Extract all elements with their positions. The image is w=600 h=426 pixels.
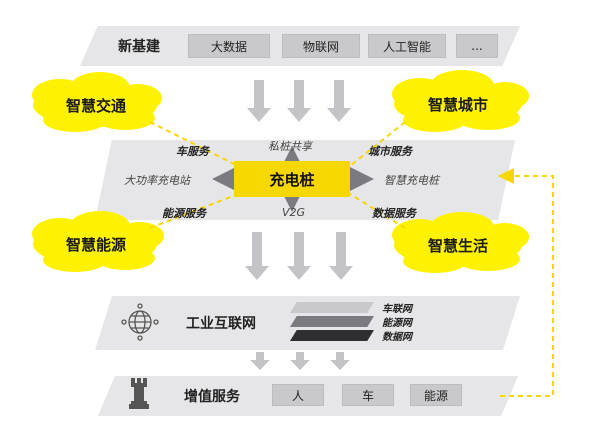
city-service-label: 城市服务	[368, 145, 412, 158]
hub-left-label: 大功率充电站	[124, 174, 190, 187]
cloud-life-icon	[392, 212, 529, 273]
connector-energy	[149, 193, 239, 229]
globe-network-icon	[121, 303, 159, 341]
top-item-ai: 人工智能	[368, 34, 446, 58]
down-arrow-icon	[287, 232, 311, 280]
top-item-iot: 物联网	[282, 34, 360, 58]
bottom-item-energy: 能源	[410, 384, 462, 406]
down-arrow-icon	[287, 80, 311, 122]
down-arrows-upper	[247, 80, 351, 122]
connector-life	[349, 193, 406, 229]
bar-data-network	[290, 330, 374, 341]
cloud-energy-label: 智慧能源	[65, 236, 126, 254]
connector-feedback	[498, 168, 554, 397]
down-arrows-middle	[245, 232, 353, 280]
top-item-bigdata: 大数据	[188, 34, 270, 58]
charging-pile-hub: 充电桩	[234, 161, 350, 197]
down-arrow-icon	[327, 80, 351, 122]
down-arrow-icon	[330, 352, 350, 370]
connector-traffic	[149, 121, 239, 167]
bottom-title: 增值服务	[184, 389, 240, 405]
down-arrow-icon	[250, 352, 270, 370]
bar-data-label: 数据网	[382, 332, 412, 343]
cloud-city-icon	[392, 70, 529, 132]
top-title: 新基建	[118, 39, 160, 55]
cloud-life-label: 智慧生活	[427, 237, 488, 255]
connector-city	[349, 121, 406, 167]
hub-right-label: 智慧充电桩	[384, 174, 439, 187]
hub-top-label: 私桩共享	[268, 140, 312, 153]
down-arrows-lower	[250, 352, 350, 370]
bar-energy-network	[290, 316, 374, 327]
bar-vehicle-label: 车联网	[382, 304, 412, 315]
top-item-more: ...	[456, 34, 498, 58]
bar-energy-label: 能源网	[382, 318, 412, 329]
down-arrow-icon	[245, 232, 269, 280]
down-arrow-icon	[329, 232, 353, 280]
bottom-item-car: 车	[342, 384, 394, 406]
down-arrow-icon	[247, 80, 271, 122]
chess-rook-icon	[129, 378, 149, 409]
bar-vehicle-network	[290, 302, 374, 313]
bottom-item-people: 人	[272, 384, 324, 406]
car-service-label: 车服务	[176, 145, 209, 158]
cloud-traffic-icon	[32, 72, 162, 132]
down-arrow-icon	[290, 352, 310, 370]
hub-bottom-label: V2G	[282, 206, 306, 219]
industrial-title: 工业互联网	[186, 316, 256, 332]
cloud-energy-icon	[32, 211, 164, 272]
cloud-traffic-label: 智慧交通	[65, 97, 126, 115]
data-service-label: 数据服务	[372, 207, 416, 220]
cloud-city-label: 智慧城市	[427, 96, 488, 114]
energy-service-label: 能源服务	[162, 207, 206, 220]
